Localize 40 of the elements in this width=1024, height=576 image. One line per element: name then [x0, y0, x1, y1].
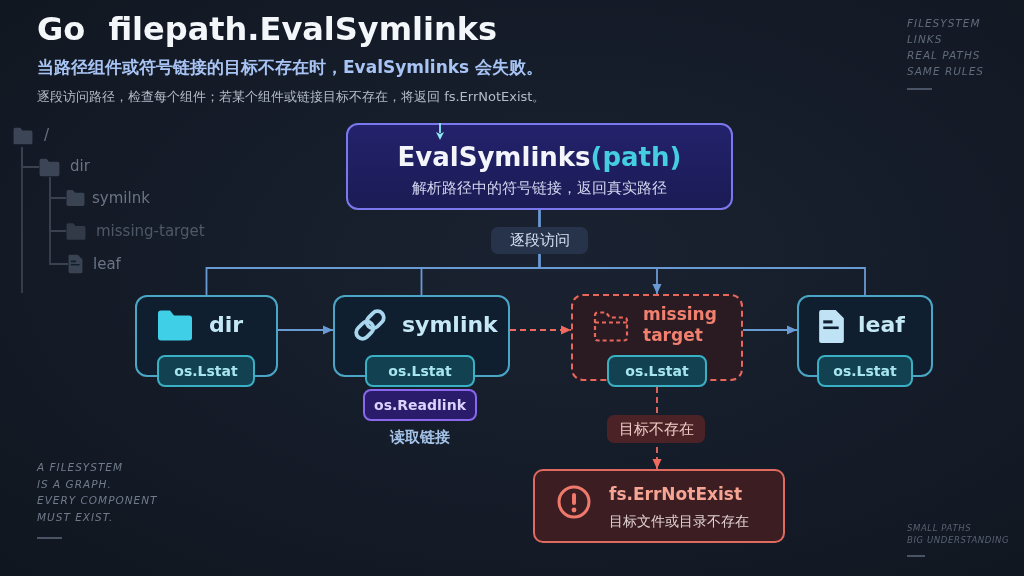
arrow	[277, 325, 334, 335]
component-name: missing target	[643, 304, 718, 346]
edge-label: 逐段访问	[491, 227, 588, 254]
description: 逐段访问路径，检查每个组件；若某个组件或链接目标不存在，将返回 fs.ErrNotExist。	[37, 88, 546, 106]
function-tag: os.Lstat	[365, 355, 475, 387]
connector-line	[49, 176, 69, 265]
edge-label: 目标不存在	[607, 415, 705, 443]
side-note: SAME RULES	[907, 64, 984, 79]
tree-label: dir	[70, 156, 90, 176]
connector-line	[21, 146, 23, 294]
arrow	[742, 325, 798, 335]
title: Go filepath.EvalSymlinks	[37, 10, 498, 48]
side-note: A FILESYSTEM IS A GRAPH.	[37, 460, 124, 492]
tree-label: leaf	[93, 254, 121, 274]
component-name: dir	[209, 312, 244, 338]
box-description: 解析路径中的符号链接，返回真实路径	[411, 178, 668, 198]
side-note: LINKS	[907, 32, 943, 47]
component-name: symlink	[402, 312, 498, 338]
function-tag: os.Lstat	[607, 355, 707, 387]
connector-line	[538, 209, 866, 296]
error-name: fs.ErrNotExist	[609, 483, 743, 506]
subtitle: 当路径组件或符号链接的目标不存在时，EvalSymlinks 会失败。	[37, 56, 544, 78]
side-note: REAL PATHS	[907, 48, 981, 63]
tree-label: /	[44, 125, 50, 145]
component-name: leaf	[858, 312, 905, 338]
node-label: 读取链接	[388, 428, 451, 447]
side-note: SMALL PATHS	[907, 522, 972, 534]
side-note: EVERY COMPONENT MUST EXIST.	[37, 493, 159, 525]
arrow	[509, 325, 572, 335]
tree-label: missing-target	[96, 221, 205, 241]
function-tag: os.Lstat	[157, 355, 255, 387]
function-box	[346, 123, 733, 210]
error-description: 目标文件或目录不存在	[609, 512, 749, 531]
function-tag: os.Readlink	[363, 389, 477, 421]
side-note: FILESYSTEM	[907, 16, 981, 31]
tree-label: symilnk	[92, 188, 150, 208]
side-note: BIG UNDERSTANDING	[907, 534, 1010, 546]
function-signature: EvalSymlinks(path)	[396, 141, 683, 173]
function-tag: os.Lstat	[817, 355, 913, 387]
error-box	[533, 469, 785, 543]
